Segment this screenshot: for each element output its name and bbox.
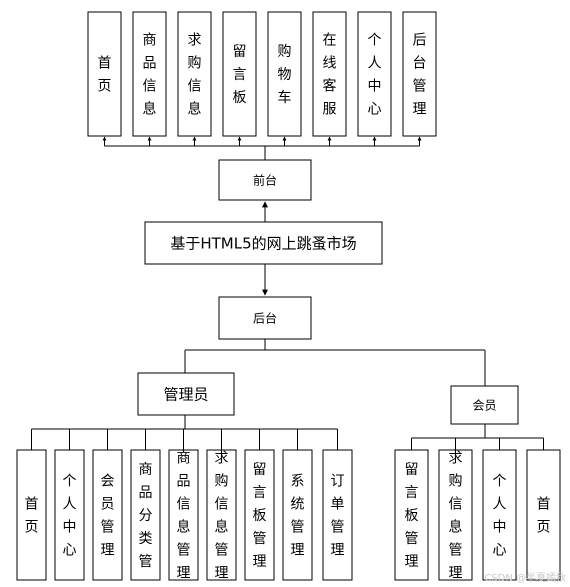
member-module-4-box — [526, 449, 561, 581]
front-node-box — [218, 159, 312, 201]
back-node: 后台 — [218, 296, 312, 340]
admin-module-2-label: 个人中心 — [63, 474, 77, 559]
back-node-label: 后台 — [253, 310, 277, 325]
diagram-nodes: 首页商品信息求购信息留言板购物车在线客服个人中心后台管理前台基于HTML5的网上… — [16, 11, 561, 582]
admin-module-6-label: 求购信息管理 — [215, 451, 229, 582]
front-module-2-label: 商品信息 — [143, 33, 157, 118]
admin-module-7-label: 留言板管理 — [253, 462, 267, 570]
front-module-8-label: 后台管理 — [413, 33, 427, 118]
admin-node-label: 管理员 — [163, 385, 208, 403]
root-node-label: 基于HTML5的网上跳蚤市场 — [170, 234, 356, 252]
admin-module-1: 首页 — [16, 449, 47, 581]
member-module-2-box — [438, 449, 473, 581]
member-module-1-label: 留言板管理 — [405, 462, 419, 570]
member-module-2-label: 求购信息管理 — [449, 451, 463, 582]
admin-module-8-box — [282, 449, 313, 581]
front-module-6-box — [312, 11, 347, 137]
member-module-1-box — [394, 449, 429, 581]
front-module-1-box — [87, 11, 122, 137]
admin-module-8-label: 系统管理 — [291, 474, 305, 559]
front-module-2-box — [132, 11, 167, 137]
admin-module-4-label: 商品分类管 — [139, 462, 153, 570]
admin-module-2: 个人中心 — [54, 449, 85, 581]
front-module-5-label: 购物车 — [278, 44, 292, 106]
diagram-edges — [31, 136, 544, 450]
admin-module-7: 留言板管理 — [244, 449, 275, 581]
front-module-3: 求购信息 — [177, 11, 212, 137]
admin-module-5: 商品信息管理 — [168, 449, 199, 582]
admin-module-3-box — [92, 449, 123, 581]
member-module-3-label: 个人中心 — [493, 474, 507, 559]
admin-module-5-box — [168, 449, 199, 581]
admin-module-9-box — [322, 449, 353, 581]
front-module-4-label: 留言板 — [233, 44, 247, 106]
member-node: 会员 — [450, 385, 519, 425]
admin-node: 管理员 — [137, 372, 235, 416]
front-module-4-box — [222, 11, 257, 137]
front-module-6-label: 在线客服 — [323, 33, 337, 118]
member-module-4: 首页 — [526, 449, 561, 581]
admin-module-9: 订单管理 — [322, 449, 353, 581]
front-module-2: 商品信息 — [132, 11, 167, 137]
admin-module-6-box — [206, 449, 237, 581]
back-node-box — [218, 296, 312, 340]
member-node-label: 会员 — [472, 398, 496, 412]
root-node: 基于HTML5的网上跳蚤市场 — [144, 221, 383, 265]
member-module-4-label: 首页 — [537, 497, 551, 536]
admin-module-2-box — [54, 449, 85, 581]
front-module-5-box — [267, 11, 302, 137]
watermark-text: CSDN @半夏嫣秋 — [484, 571, 566, 584]
admin-module-1-label: 首页 — [25, 497, 39, 536]
front-module-1: 首页 — [87, 11, 122, 137]
front-module-8: 后台管理 — [402, 11, 437, 137]
front-module-7-label: 个人中心 — [368, 33, 382, 118]
front-module-5: 购物车 — [267, 11, 302, 137]
front-node: 前台 — [218, 159, 312, 201]
member-module-2: 求购信息管理 — [438, 449, 473, 582]
admin-module-7-box — [244, 449, 275, 581]
admin-module-4-box — [130, 449, 161, 581]
front-module-3-box — [177, 11, 212, 137]
member-node-box — [450, 385, 519, 425]
admin-module-5-label: 商品信息管理 — [177, 451, 191, 582]
front-module-4: 留言板 — [222, 11, 257, 137]
admin-module-4: 商品分类管 — [130, 449, 161, 581]
admin-module-3-label: 会员管理 — [101, 474, 115, 559]
front-module-8-box — [402, 11, 437, 137]
admin-module-1-box — [16, 449, 47, 581]
admin-module-3: 会员管理 — [92, 449, 123, 581]
member-module-3-box — [482, 449, 517, 581]
admin-node-box — [137, 372, 235, 416]
front-module-7-box — [357, 11, 392, 137]
front-module-1-label: 首页 — [98, 56, 112, 95]
admin-module-6: 求购信息管理 — [206, 449, 237, 582]
front-node-label: 前台 — [253, 172, 277, 187]
front-module-3-label: 求购信息 — [188, 33, 202, 118]
front-module-7: 个人中心 — [357, 11, 392, 137]
member-module-3: 个人中心 — [482, 449, 517, 581]
admin-module-8: 系统管理 — [282, 449, 313, 581]
front-module-6: 在线客服 — [312, 11, 347, 137]
root-node-box — [144, 221, 383, 265]
admin-module-9-label: 订单管理 — [331, 474, 345, 559]
member-module-1: 留言板管理 — [394, 449, 429, 581]
